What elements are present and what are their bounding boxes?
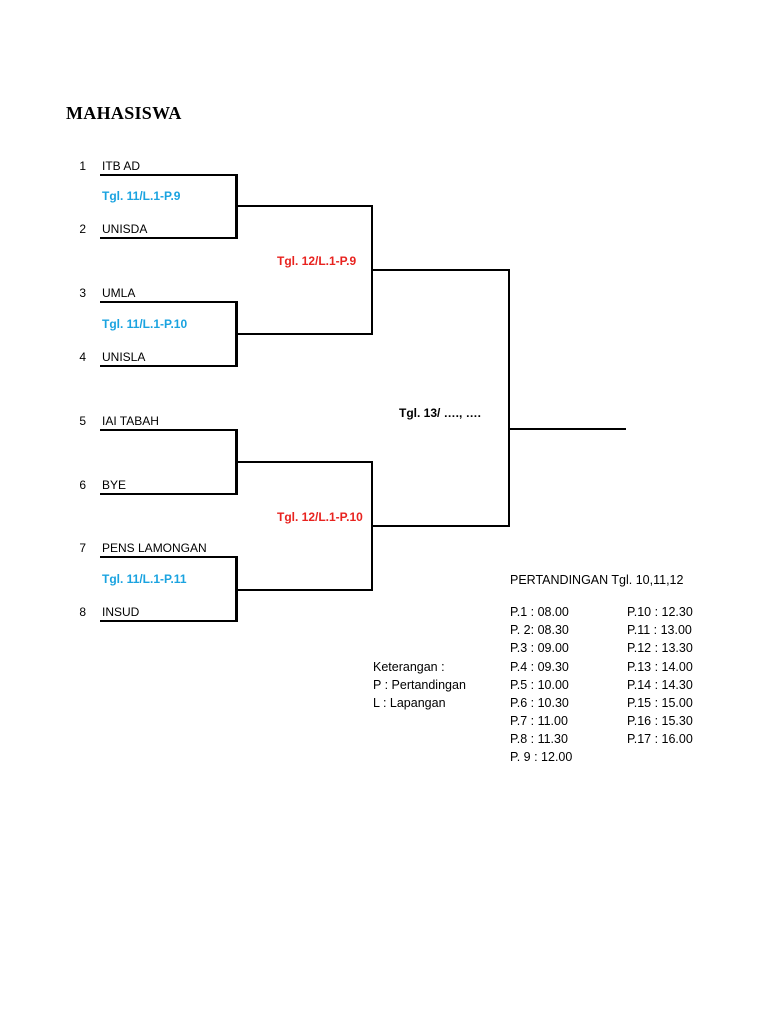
schedule-item: P.1 : 08.00 bbox=[510, 605, 569, 619]
bracket-line bbox=[237, 589, 373, 591]
legend-item: P : Pertandingan bbox=[373, 678, 466, 692]
bracket-line bbox=[100, 620, 237, 622]
bracket-line bbox=[100, 365, 237, 367]
bracket-line bbox=[371, 461, 373, 591]
team-name: PENS LAMONGAN bbox=[102, 541, 207, 555]
round1-match-label: Tgl. 11/L.1-P.10 bbox=[102, 317, 188, 331]
schedule-item: P.8 : 11.30 bbox=[510, 732, 568, 746]
bracket-line bbox=[373, 525, 510, 527]
team-name: UMLA bbox=[102, 286, 136, 300]
schedule-item: P. 2: 08.30 bbox=[510, 623, 569, 637]
schedule-item: P.7 : 11.00 bbox=[510, 714, 568, 728]
winner-line bbox=[510, 428, 626, 430]
schedule-item: P.11 : 13.00 bbox=[627, 623, 692, 637]
bracket-line bbox=[100, 429, 237, 431]
schedule-item: P. 9 : 12.00 bbox=[510, 750, 573, 764]
team-name: INSUD bbox=[102, 605, 140, 619]
bracket-line bbox=[100, 174, 237, 176]
seed-number: 7 bbox=[79, 541, 86, 555]
bracket-line bbox=[237, 461, 373, 463]
round1-match-label: Tgl. 11/L.1-P.11 bbox=[102, 572, 187, 586]
team-name: UNISLA bbox=[102, 350, 146, 364]
legend-item: L : Lapangan bbox=[373, 696, 446, 710]
team-name: BYE bbox=[102, 478, 127, 492]
team-name: ITB AD bbox=[102, 159, 141, 173]
bracket-line bbox=[508, 269, 510, 527]
schedule-item: P.4 : 09.30 bbox=[510, 660, 569, 674]
team-name: IAI TABAH bbox=[102, 414, 159, 428]
schedule-item: P.12 : 13.30 bbox=[627, 641, 693, 655]
schedule-item: P.16 : 15.30 bbox=[627, 714, 693, 728]
seed-number: 2 bbox=[79, 222, 86, 236]
seed-number: 8 bbox=[79, 605, 86, 619]
bracket-line bbox=[237, 333, 373, 335]
bracket-line bbox=[235, 301, 238, 367]
bracket-line bbox=[100, 237, 237, 239]
bracket-line bbox=[373, 269, 510, 271]
page-title: MAHASISWA bbox=[66, 103, 182, 123]
team-name: UNISDA bbox=[102, 222, 148, 236]
schedule-item: P.10 : 12.30 bbox=[627, 605, 693, 619]
seed-number: 3 bbox=[79, 286, 86, 300]
seed-number: 1 bbox=[79, 159, 86, 173]
round2-match-label: Tgl. 12/L.1-P.10 bbox=[277, 510, 363, 524]
legend-heading: Keterangan : bbox=[373, 660, 445, 674]
bracket-line bbox=[235, 429, 238, 495]
round1-match-label: Tgl. 11/L.1-P.9 bbox=[102, 189, 181, 203]
bracket-line bbox=[237, 205, 373, 207]
schedule-item: P.17 : 16.00 bbox=[627, 732, 693, 746]
schedule-item: P.5 : 10.00 bbox=[510, 678, 569, 692]
schedule-item: P.14 : 14.30 bbox=[627, 678, 693, 692]
bracket-line bbox=[100, 493, 237, 495]
schedule-item: P.13 : 14.00 bbox=[627, 660, 693, 674]
bracket-line bbox=[371, 205, 373, 335]
round2-match-label: Tgl. 12/L.1-P.9 bbox=[277, 254, 357, 268]
schedule-item: P.15 : 15.00 bbox=[627, 696, 693, 710]
schedule-item: P.3 : 09.00 bbox=[510, 641, 569, 655]
bracket-line bbox=[235, 556, 238, 622]
schedule-heading: PERTANDINGAN Tgl. 10,11,12 bbox=[510, 573, 684, 587]
seed-number: 4 bbox=[79, 350, 86, 364]
bracket-line bbox=[100, 301, 237, 303]
seed-number: 5 bbox=[79, 414, 86, 428]
schedule-item: P.6 : 10.30 bbox=[510, 696, 569, 710]
bracket-line bbox=[235, 174, 238, 239]
seed-number: 6 bbox=[79, 478, 86, 492]
bracket-line bbox=[100, 556, 237, 558]
final-match-label: Tgl. 13/ …., …. bbox=[399, 406, 482, 420]
